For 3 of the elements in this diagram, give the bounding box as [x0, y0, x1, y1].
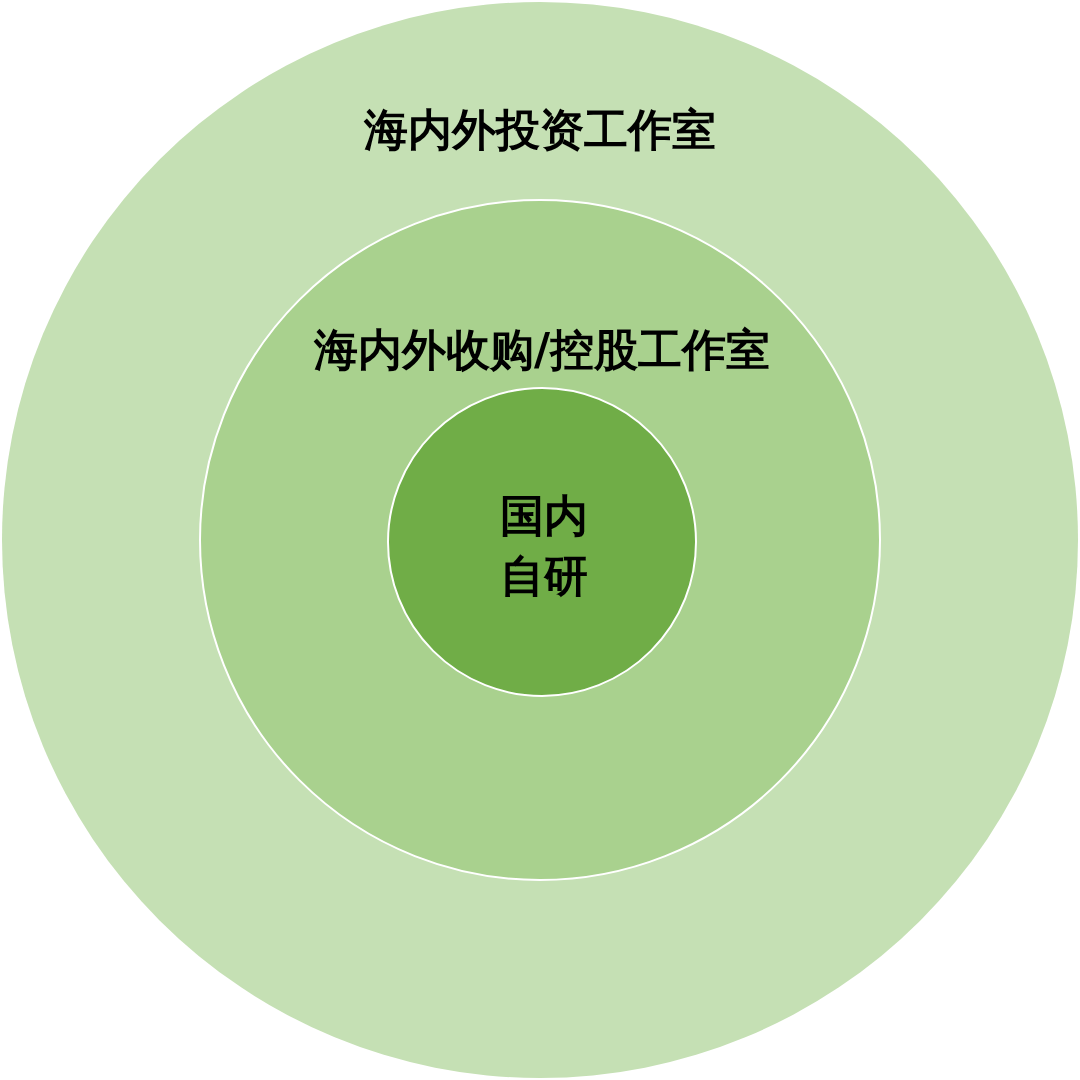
ring-label: 海内外收购/控股工作室 [314, 323, 771, 377]
circle-label: 国内自研 [499, 489, 590, 603]
ring-label: 海内外投资工作室 [364, 103, 716, 157]
